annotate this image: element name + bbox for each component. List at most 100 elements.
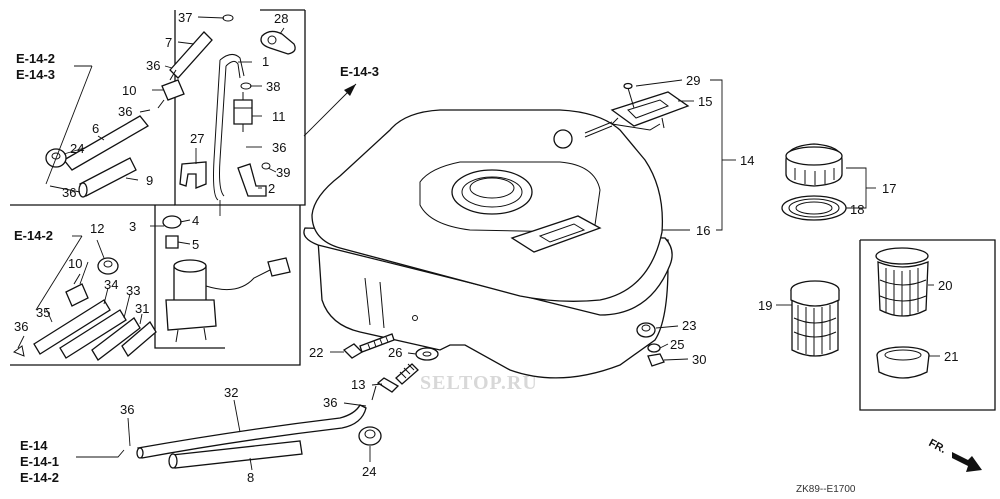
cushion-4	[162, 215, 182, 229]
callout-18: 18	[850, 202, 864, 217]
filter-frame	[859, 239, 996, 411]
reference-arrows	[35, 65, 357, 458]
callout-37: 37	[178, 10, 192, 25]
callout-28: 28	[274, 11, 288, 26]
hose-1	[213, 54, 245, 201]
clip-36-lower	[12, 345, 25, 357]
ref-label-e-14-1: E-14-1	[20, 454, 59, 469]
holder-27	[179, 161, 207, 189]
callout-36-e: 36	[14, 319, 28, 334]
clip-28	[260, 30, 296, 55]
fuel-pump	[165, 257, 291, 343]
callout-39: 39	[276, 165, 290, 180]
callout-36-c: 36	[272, 140, 286, 155]
ref-label-e-14: E-14	[20, 438, 48, 453]
strainer-ring-21	[876, 346, 930, 379]
callout-16: 16	[696, 223, 710, 238]
callout-17: 17	[882, 181, 896, 196]
watermark-bottom: SELTOP.RU	[420, 372, 538, 394]
diagram-code: ZK89--E1700	[796, 484, 856, 495]
callout-25: 25	[670, 337, 684, 352]
fuel-hose-32	[136, 404, 367, 459]
mount-rubber-23	[636, 322, 656, 338]
callout-24-b: 24	[362, 464, 376, 479]
callout-35: 35	[36, 305, 50, 320]
fuel-strainer-20	[875, 247, 929, 317]
callout-38: 38	[266, 79, 280, 94]
callout-36-b: 36	[118, 104, 132, 119]
fuel-cap	[785, 143, 843, 187]
fuel-hose-8	[168, 440, 303, 469]
callout-36-a: 36	[146, 58, 160, 73]
callout-22: 22	[309, 345, 323, 360]
callout-20: 20	[938, 278, 952, 293]
clip-38	[240, 82, 252, 90]
callout-10-a: 10	[122, 83, 136, 98]
callout-31: 31	[135, 301, 149, 316]
ref-label-e-14-3-left: E-14-3	[16, 67, 55, 82]
front-direction-arrow	[952, 452, 982, 472]
hose-31	[121, 321, 157, 357]
callout-32: 32	[224, 385, 238, 400]
washer-26	[415, 347, 439, 361]
callout-36-d: 36	[62, 185, 76, 200]
nut-30	[647, 353, 665, 367]
callout-34: 34	[104, 277, 118, 292]
clip-39	[261, 162, 271, 170]
fuel-hose-7	[169, 31, 213, 79]
hose-35	[33, 299, 111, 355]
collar-25	[647, 343, 661, 353]
callouts: 37 28 7 1 36 38 10 36 11 6 27 36 24 39 9…	[14, 10, 958, 485]
callout-3: 3	[129, 219, 136, 234]
ref-label-e-14-2-top: E-14-2	[16, 51, 55, 66]
callout-5: 5	[192, 237, 199, 252]
callout-19: 19	[758, 298, 772, 313]
ref-label-e-14-3-center: E-14-3	[340, 64, 379, 79]
grommet-24-bottom	[358, 426, 382, 446]
callout-4: 4	[192, 213, 199, 228]
hose-9	[78, 157, 137, 198]
hose-6	[63, 115, 149, 171]
callout-15: 15	[698, 94, 712, 109]
fuel-filter-10	[157, 69, 185, 109]
cap-gasket	[781, 195, 847, 221]
callout-24-a: 24	[70, 141, 84, 156]
fuel-tank	[303, 109, 673, 379]
callout-6: 6	[92, 121, 99, 136]
left-subassembly-frame	[10, 9, 306, 366]
callout-1: 1	[262, 54, 269, 69]
grommet-12	[97, 257, 119, 275]
fuel-filter-11	[233, 92, 253, 132]
front-direction-label: FR.	[927, 437, 948, 456]
callout-26: 26	[388, 345, 402, 360]
callout-27: 27	[190, 131, 204, 146]
callout-13: 13	[351, 377, 365, 392]
collar-5	[165, 235, 179, 249]
fuel-gauge	[553, 82, 690, 149]
callout-9: 9	[146, 173, 153, 188]
callout-36-g: 36	[120, 402, 134, 417]
callout-10-b: 10	[68, 256, 82, 271]
fuel-strainer-19	[790, 280, 840, 357]
ref-label-e-14-2-bottom: E-14-2	[20, 470, 59, 485]
callout-12: 12	[90, 221, 104, 236]
callout-33: 33	[126, 283, 140, 298]
callout-36-f: 36	[323, 395, 337, 410]
leader-lines	[17, 16, 940, 471]
ref-label-e-14-2-middle: E-14-2	[14, 228, 53, 243]
callout-11: 11	[272, 109, 286, 124]
bolt-22	[342, 333, 395, 359]
callout-21: 21	[944, 349, 958, 364]
hose-clip-37	[222, 14, 234, 22]
callout-23: 23	[682, 318, 696, 333]
callout-29: 29	[686, 73, 700, 88]
callout-14: 14	[740, 153, 754, 168]
callout-8: 8	[247, 470, 254, 485]
hose-2	[237, 163, 267, 197]
callout-7: 7	[165, 35, 172, 50]
hose-34	[59, 309, 127, 359]
callout-30: 30	[692, 352, 706, 367]
callout-2: 2	[268, 181, 275, 196]
reference-labels: E-14-2 E-14-3 E-14-3 E-14-2 E-14 E-14-1 …	[14, 51, 379, 485]
